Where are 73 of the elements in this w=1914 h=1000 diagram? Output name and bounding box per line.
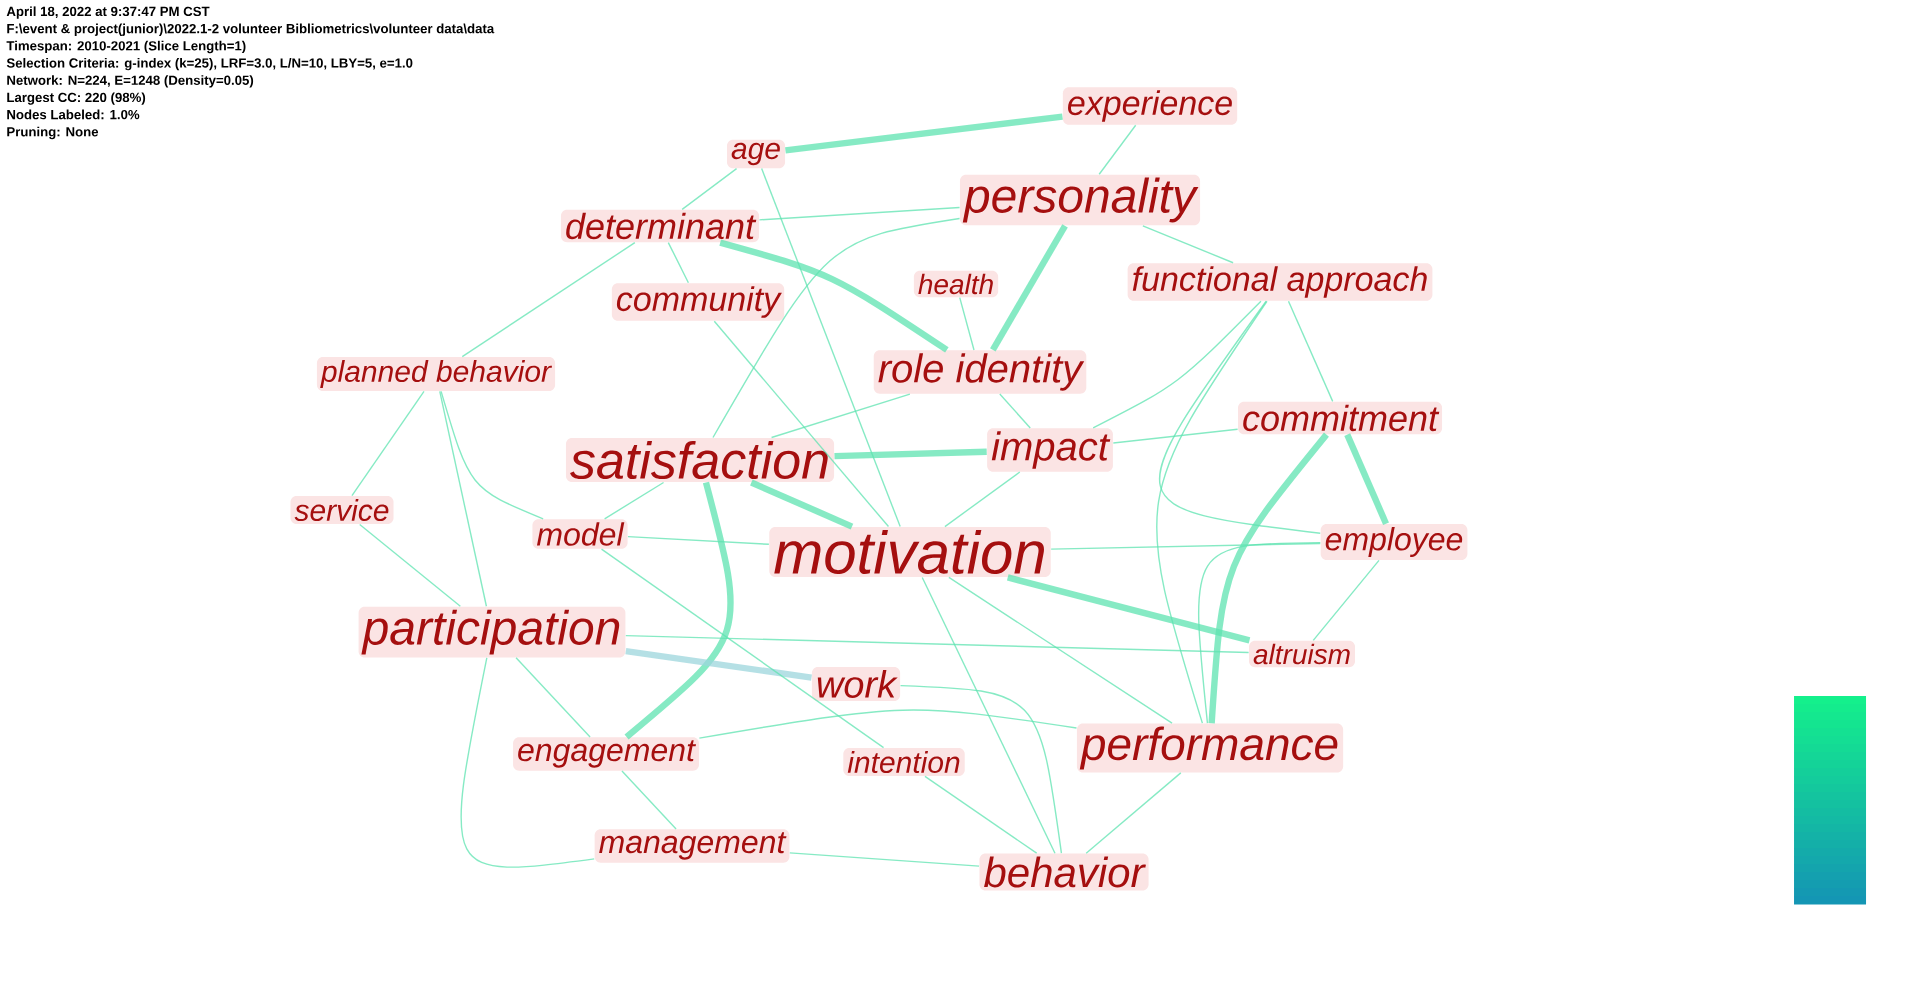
link-line	[834, 448, 987, 460]
keyword-label: experience	[1062, 87, 1238, 125]
keyword-label: commitment	[1238, 401, 1443, 435]
link-line	[1312, 559, 1380, 642]
link-line	[667, 241, 690, 284]
link-line	[719, 239, 949, 353]
link-line	[351, 390, 425, 497]
link-line	[1098, 124, 1137, 175]
link-line	[789, 852, 980, 867]
link-line	[1050, 542, 1321, 550]
link-line	[959, 297, 975, 351]
link-line	[625, 647, 812, 681]
keyword-label: impact	[987, 428, 1113, 472]
keyword-label: functional approach	[1127, 263, 1433, 301]
link-line	[627, 535, 770, 545]
link-line	[440, 390, 544, 520]
keyword-label: community	[611, 283, 785, 321]
link-line	[758, 206, 961, 221]
link-line	[1344, 433, 1389, 525]
keyword-label: work	[811, 667, 901, 701]
link-line	[760, 167, 901, 528]
link-line	[712, 217, 961, 439]
keyword-label: health	[913, 270, 999, 298]
link-line	[460, 657, 595, 868]
link-line	[624, 481, 734, 740]
link-line	[621, 770, 677, 830]
link-line	[600, 548, 885, 749]
link-line	[1085, 772, 1182, 854]
keyword-label: performance	[1076, 723, 1344, 773]
link-line	[921, 576, 1056, 854]
keyword-label: personality	[959, 174, 1201, 226]
keyword-label: role identity	[873, 350, 1087, 394]
keyword-label: planned behavior	[316, 357, 556, 391]
keyword-label: satisfaction	[565, 437, 835, 483]
link-line	[698, 709, 1078, 739]
link-line	[1112, 428, 1239, 444]
keyword-label: behavior	[979, 853, 1149, 891]
keyword-label: employee	[1320, 524, 1468, 560]
link-line	[461, 241, 636, 358]
keyword-label: intention	[843, 748, 965, 777]
link-line	[990, 224, 1068, 352]
link-line	[1159, 300, 1321, 534]
link-line	[713, 320, 890, 528]
link-line	[1155, 300, 1268, 724]
link-line	[899, 684, 1063, 854]
link-line	[359, 523, 462, 607]
link-line	[924, 775, 1038, 854]
keyword-label: motivation	[769, 526, 1051, 578]
link-line	[999, 393, 1031, 429]
link-line	[770, 393, 911, 439]
keyword-label: engagement	[513, 737, 699, 771]
keyword-label: management	[594, 829, 790, 863]
keyword-label: altruism	[1249, 640, 1356, 668]
link-line	[1142, 225, 1234, 264]
link-line	[625, 634, 1250, 654]
keyword-label: participation	[358, 606, 626, 658]
keyword-label: age	[727, 139, 786, 169]
link-line	[1208, 432, 1329, 724]
link-line	[603, 481, 665, 520]
link-line	[1006, 574, 1251, 644]
link-line	[515, 657, 591, 738]
keyword-label: model	[532, 519, 628, 549]
link-line	[1092, 300, 1262, 429]
link-line	[948, 576, 1173, 724]
keyword-label: determinant	[560, 209, 760, 243]
link-line	[681, 167, 738, 211]
link-line	[439, 390, 488, 607]
link-line	[1198, 541, 1321, 724]
link-line	[750, 479, 854, 530]
link-line	[785, 113, 1063, 154]
keyword-label: service	[290, 496, 394, 524]
link-line	[944, 471, 1021, 528]
link-line	[1287, 300, 1334, 403]
